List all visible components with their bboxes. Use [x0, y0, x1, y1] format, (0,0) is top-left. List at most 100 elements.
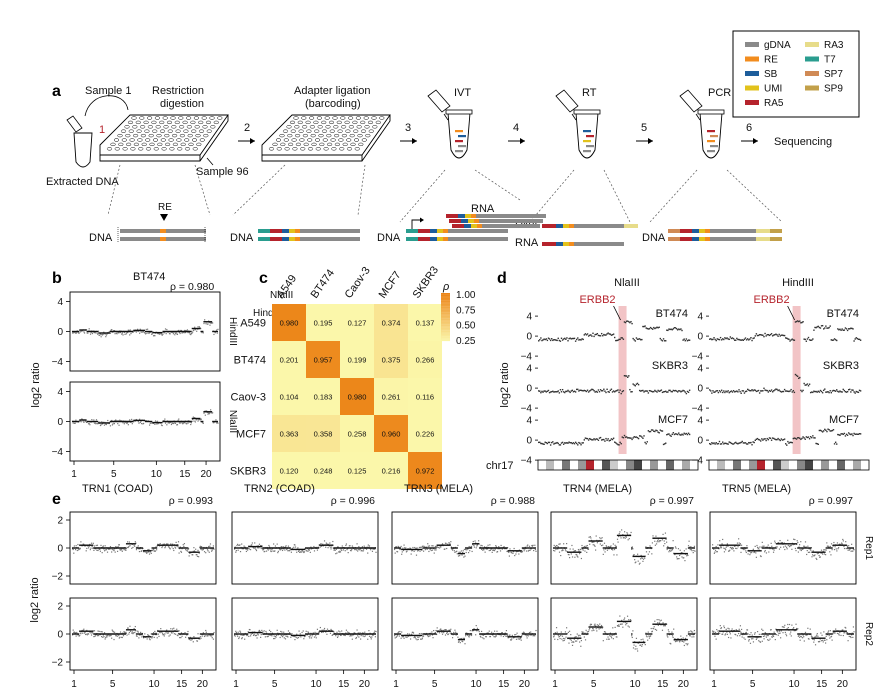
rna-transcript-1 — [446, 214, 546, 218]
step2-title-l2: digestion — [160, 98, 204, 110]
panel-e-title-2: TRN2 (COAD) — [244, 483, 315, 495]
tube-rt — [555, 89, 601, 159]
panel-b-row-label-0: HindIII — [227, 317, 238, 346]
ivt-dna-bottom — [406, 237, 508, 241]
heatmap-cell — [340, 415, 374, 452]
panel-a: a Sample 1 1 Extracted DNA Sample 96 Res… — [46, 83, 832, 249]
heatmap-cell — [306, 304, 340, 341]
panel-e: e log2 ratio TRN1 (COAD)ρ = 0.99320−220−… — [29, 483, 874, 690]
gdna-bottom-strand — [120, 237, 206, 241]
panel-d-ytick: −4 — [521, 404, 533, 415]
colorbar-step — [441, 335, 450, 337]
heatmap-corner-left: HindIII — [253, 308, 282, 319]
colorbar-tick: 0.50 — [456, 321, 476, 332]
step3-title-l2: (barcoding) — [305, 98, 361, 110]
panel-d-skbr3-1 — [709, 373, 862, 394]
panel-d-cell-label: BT474 — [827, 308, 859, 320]
panel-b-ytick: −4 — [52, 447, 64, 458]
panel-e-trn1-rep1-segments — [72, 543, 214, 553]
panel-e-xtick: 20 — [197, 679, 209, 690]
heatmap-cell-label: 0.216 — [382, 467, 401, 476]
legend-label-sp7: SP7 — [824, 69, 843, 80]
heatmap-cell-label: 0.201 — [280, 356, 299, 365]
panel-e-trn4-rep1-frame — [550, 511, 698, 585]
re-site-triangle — [160, 214, 168, 221]
heatmap-colorbar: 1.000.750.500.25 — [441, 290, 476, 347]
heatmap-corner-top: NlaIII — [270, 290, 293, 301]
panel-d-mcf7-1 — [709, 428, 862, 446]
colorbar-step — [441, 306, 450, 308]
step4-number: 4 — [513, 122, 519, 134]
panel-e-trn5-rep1-segments — [712, 543, 854, 553]
colorbar-step — [441, 311, 450, 313]
colorbar-step — [441, 312, 450, 314]
panel-e-trn1-rep2-segments — [72, 629, 214, 639]
tube-pcr — [679, 89, 725, 159]
panel-e-trn5-rep2-segments — [712, 629, 854, 639]
legend-label-ra3: RA3 — [824, 40, 844, 51]
legend-label-gdna: gDNA — [764, 40, 791, 51]
erbb2-arrow — [787, 305, 795, 321]
colorbar-step — [441, 301, 450, 303]
panel-e-xtick: 20 — [519, 679, 531, 690]
colorbar-step — [441, 314, 450, 316]
colorbar-step — [441, 299, 450, 301]
legend-label-ra5: RA5 — [764, 98, 784, 109]
panel-d-label: d — [497, 270, 507, 287]
rna-transcript-2 — [449, 219, 543, 223]
panel-b-hindiii-segments — [72, 321, 218, 334]
plate-96-well-1 — [99, 114, 229, 162]
panel-e-rho-4: ρ = 0.997 — [650, 495, 694, 507]
panel-d-ytick: 0 — [697, 332, 703, 343]
colorbar-step — [441, 293, 450, 295]
panel-d-ytick: 4 — [526, 416, 532, 427]
heatmap-cell-label: 0.183 — [314, 393, 333, 402]
panel-e-trn4-rep2-points — [553, 615, 696, 652]
panel-e-title-4: TRN4 (MELA) — [563, 483, 632, 495]
step2-title-l1: Restriction — [152, 85, 204, 97]
panel-e-rho-5: ρ = 0.997 — [809, 495, 853, 507]
panel-e-xtick: 10 — [470, 679, 482, 690]
colorbar-step — [441, 338, 450, 340]
heatmap-cell-label: 0.375 — [382, 356, 401, 365]
colorbar-step — [441, 320, 450, 322]
dna-label-3: DNA — [377, 232, 401, 244]
panel-e-xtick: 5 — [750, 679, 756, 690]
legend-label-t7: T7 — [824, 55, 836, 66]
panel-e-title-1: TRN1 (COAD) — [82, 483, 153, 495]
heatmap-row-label-bt474: BT474 — [234, 355, 266, 367]
heatmap-cell — [408, 452, 442, 489]
panel-b-ytick: 0 — [57, 327, 63, 338]
panel-e-trn4-rep2-frame — [550, 597, 698, 671]
legend-swatch-ra3 — [805, 42, 819, 47]
heatmap-cell — [374, 415, 408, 452]
colorbar-step — [441, 321, 450, 324]
colorbar-step — [441, 329, 450, 331]
colorbar-step — [441, 313, 450, 315]
step4-title: IVT — [454, 87, 471, 99]
panel-e-rho-2: ρ = 0.996 — [331, 495, 375, 507]
panel-e-xtick: 1 — [71, 679, 77, 690]
panel-e-xtick: 20 — [678, 679, 690, 690]
adapter-dna-top — [258, 229, 360, 233]
step2-number: 2 — [244, 122, 250, 134]
panel-e-trn2-rep1-segments — [234, 544, 376, 551]
sample1-arrow — [84, 95, 129, 117]
panel-d-cell-label: MCF7 — [658, 414, 688, 426]
legend-swatch-sb — [745, 71, 759, 76]
panel-d: d log2 ratio chr17 NlaIIIERBB2BT47440−4S… — [486, 270, 870, 472]
colorbar-step — [441, 337, 450, 339]
panel-b-ytick: 0 — [57, 417, 63, 428]
heatmap-cell-label: 0.248 — [314, 467, 333, 476]
heatmap-cell — [272, 415, 306, 452]
erbb2-highlight — [792, 306, 801, 454]
colorbar-step — [441, 303, 450, 306]
colorbar-step — [441, 339, 450, 342]
pcr-top — [668, 229, 782, 233]
panel-d-bt474-0 — [538, 320, 691, 342]
heatmap-legend-title: ρ — [442, 281, 449, 293]
erbb2-label: ERBB2 — [579, 294, 615, 306]
